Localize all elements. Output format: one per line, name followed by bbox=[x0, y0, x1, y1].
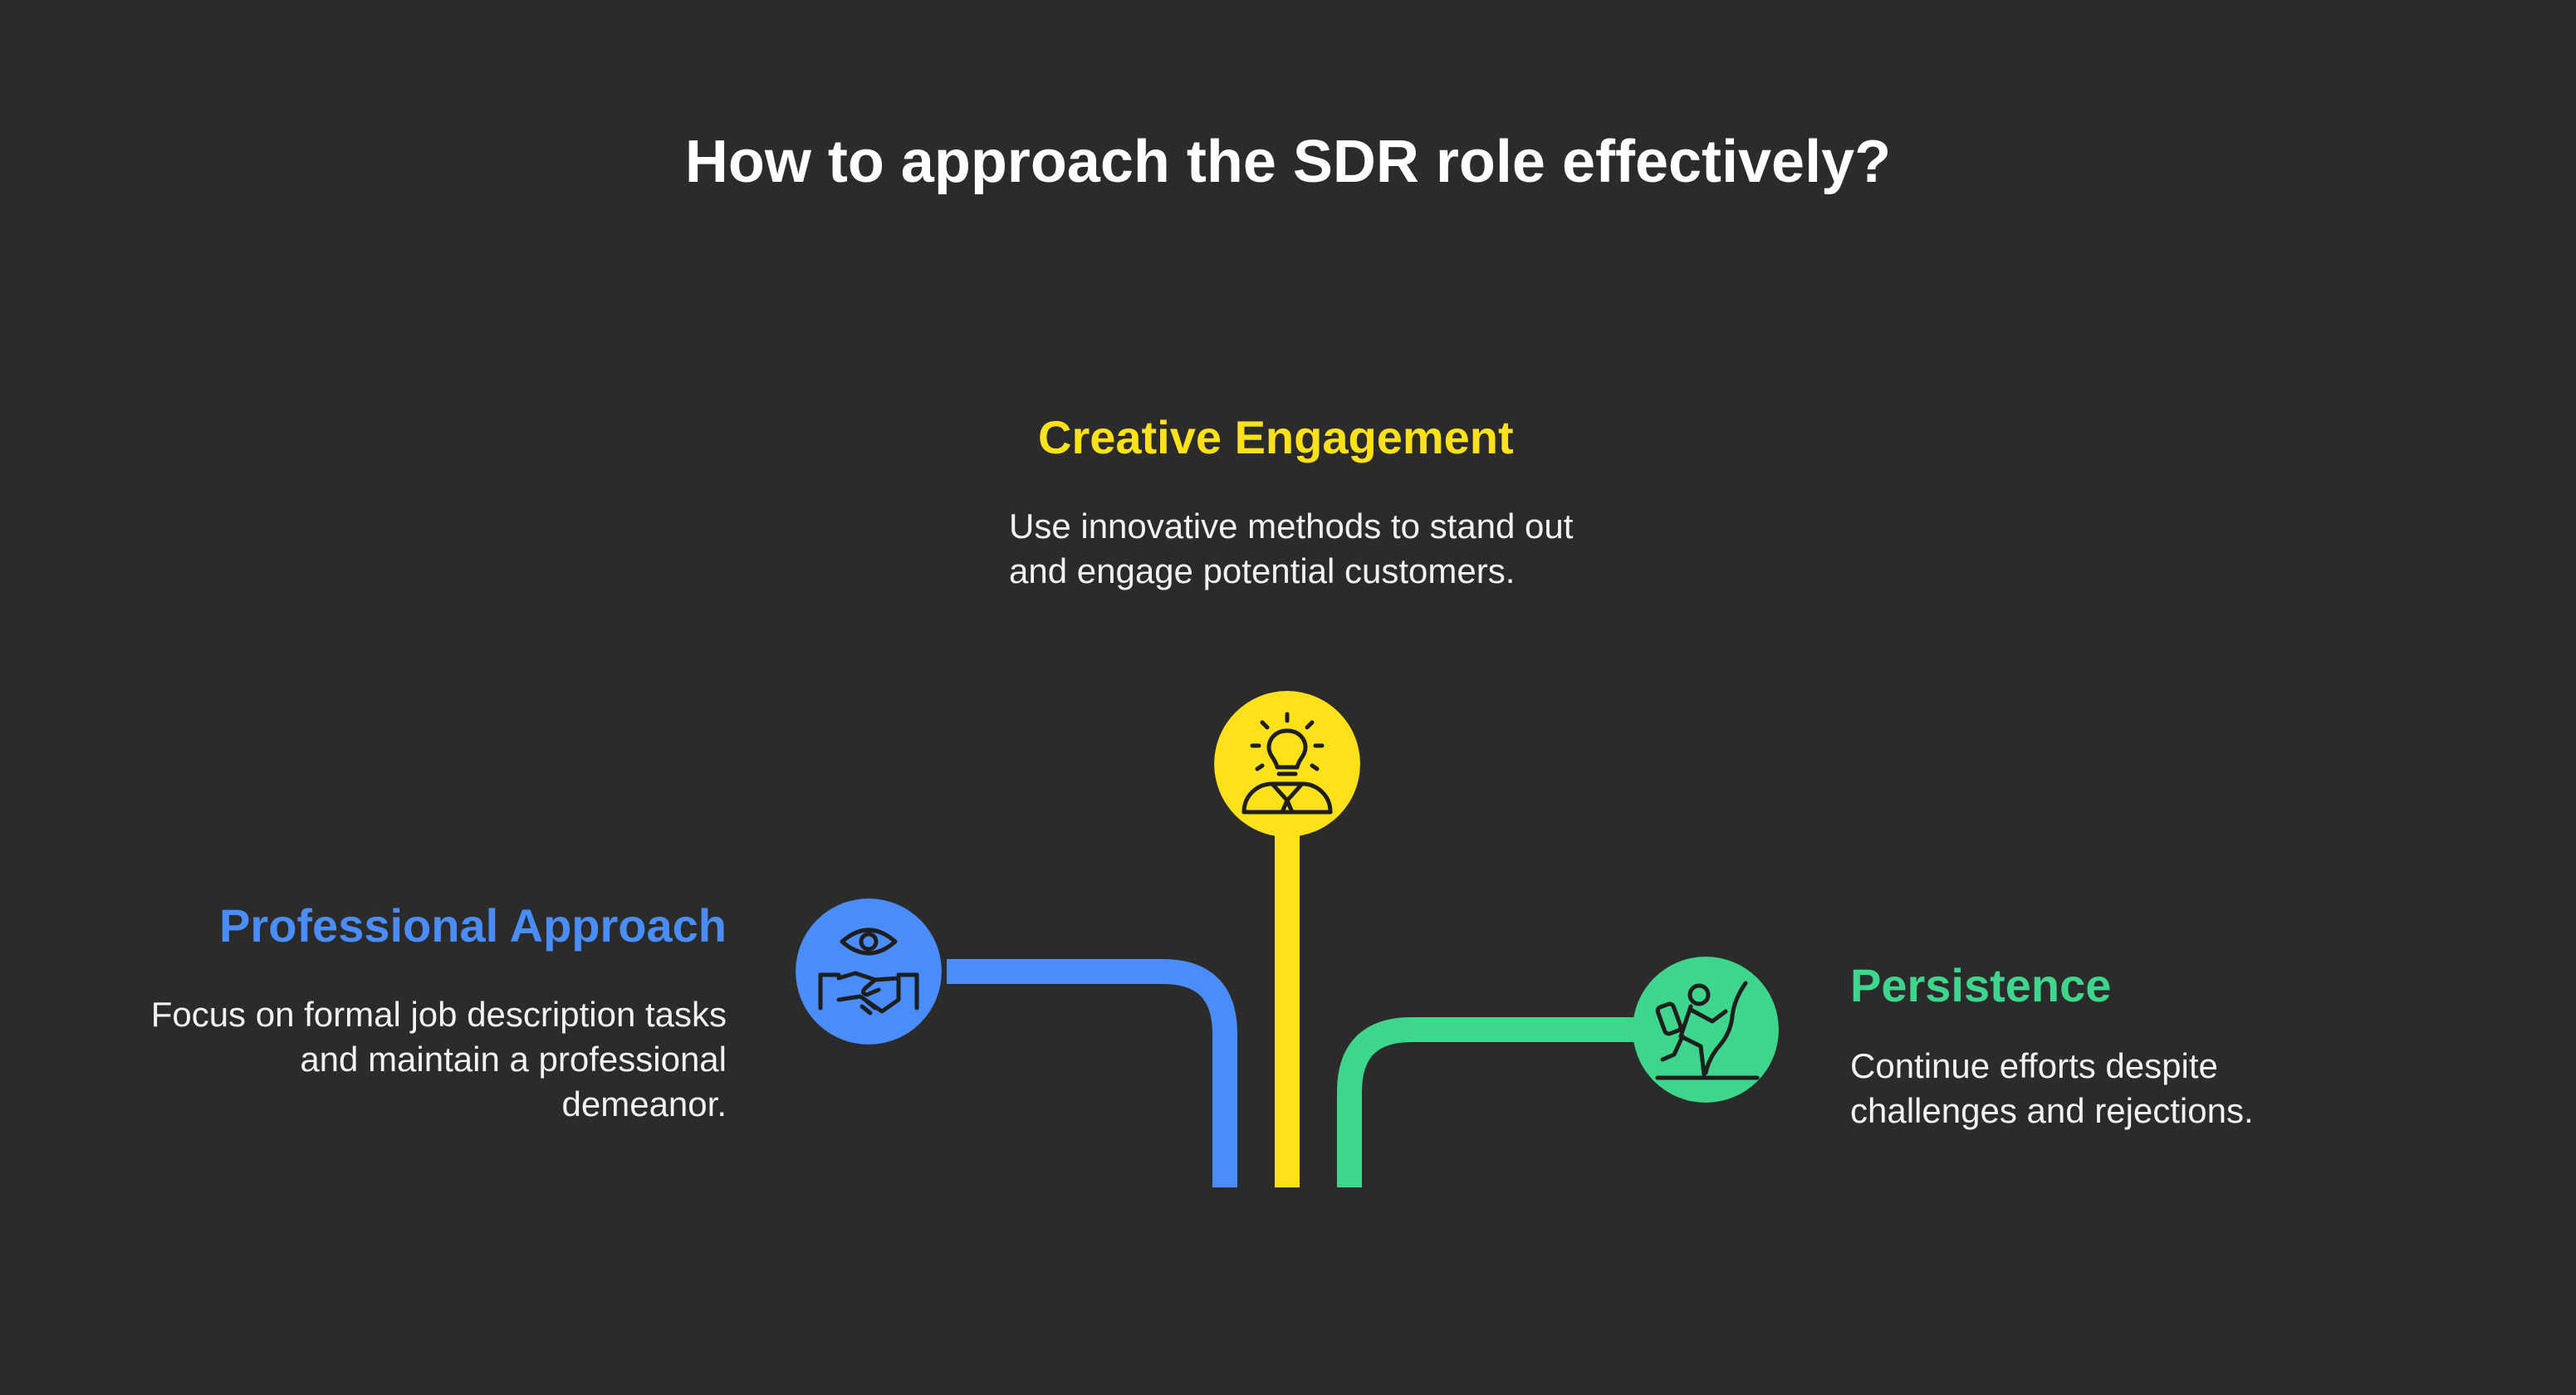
persistence-description: Continue efforts despite challenges and … bbox=[1850, 1046, 2254, 1130]
professional-approach-heading: Professional Approach bbox=[219, 899, 727, 952]
professional-connector bbox=[947, 959, 1237, 1187]
page-title: How to approach the SDR role effectively… bbox=[684, 129, 1892, 195]
creative-engagement-description: Use innovative methods to stand out and … bbox=[1009, 507, 1574, 590]
persistence-heading: Persistence bbox=[1850, 959, 2112, 1011]
professional-approach-description: Focus on formal job description tasks an… bbox=[150, 995, 727, 1123]
eye-handshake-icon bbox=[796, 898, 942, 1045]
lightbulb-person-icon bbox=[1214, 691, 1360, 837]
persistence-connector bbox=[1337, 1017, 1644, 1187]
creative-engagement-heading: Creative Engagement bbox=[1038, 411, 1514, 463]
climber-icon bbox=[1633, 957, 1779, 1103]
